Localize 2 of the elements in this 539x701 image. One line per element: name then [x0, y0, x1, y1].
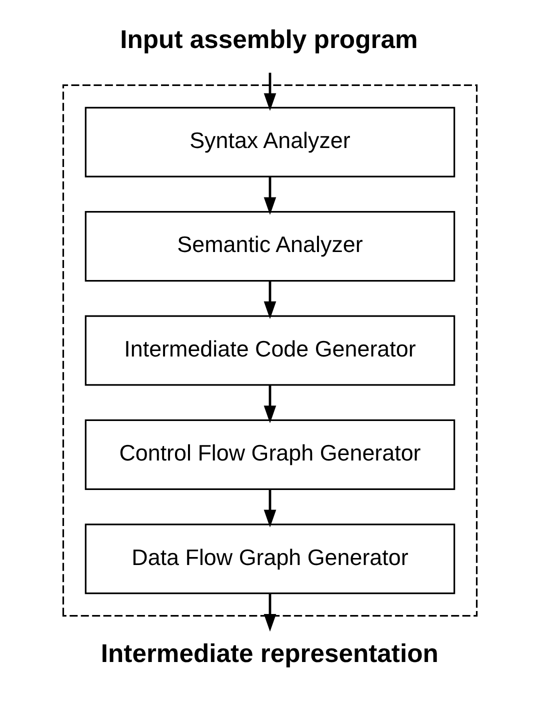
- node-text: Intermediate representation: [100, 640, 438, 668]
- node-text: Input assembly program: [120, 26, 418, 54]
